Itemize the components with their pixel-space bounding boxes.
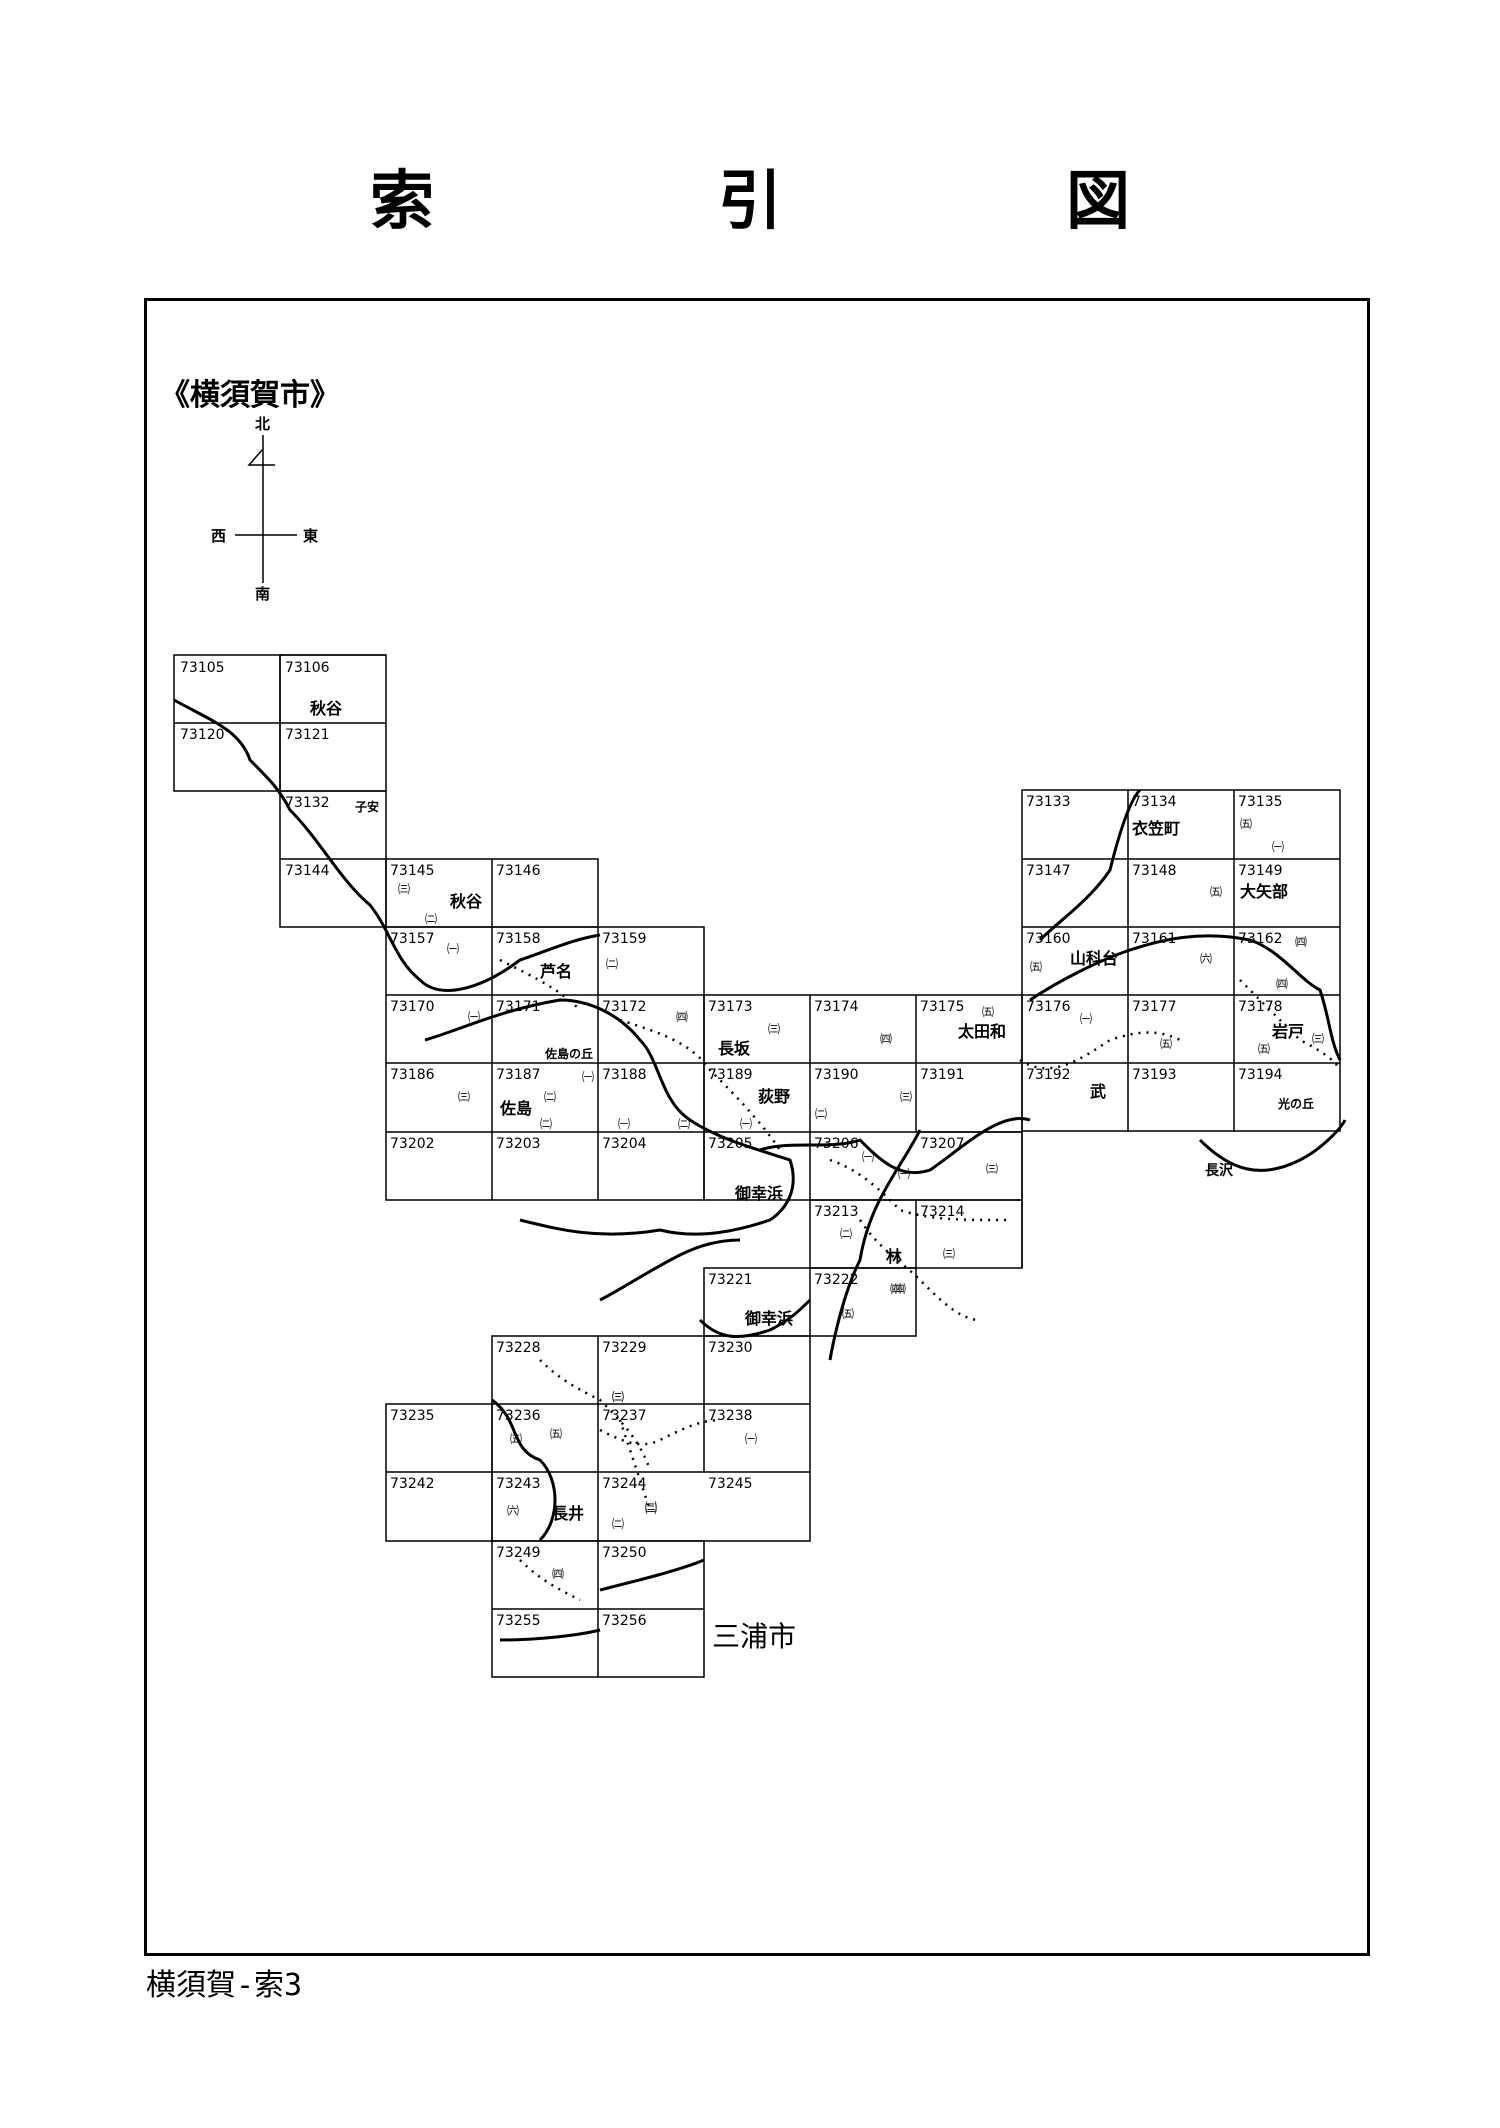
compass-west: 西 <box>211 527 227 545</box>
map-frame <box>144 298 1370 1956</box>
city-label: 《横須賀市》 <box>160 378 340 413</box>
page-footer: 横須賀-索3 <box>146 1968 303 2003</box>
compass-east: 東 <box>303 527 319 545</box>
compass-north: 北 <box>255 415 271 433</box>
compass-south: 南 <box>255 585 271 603</box>
miura-city-label: 三浦市 <box>712 1620 797 1653</box>
page-title: 索 引 図 <box>370 165 1240 239</box>
compass-rose: 北 西 東 南 <box>205 415 335 605</box>
